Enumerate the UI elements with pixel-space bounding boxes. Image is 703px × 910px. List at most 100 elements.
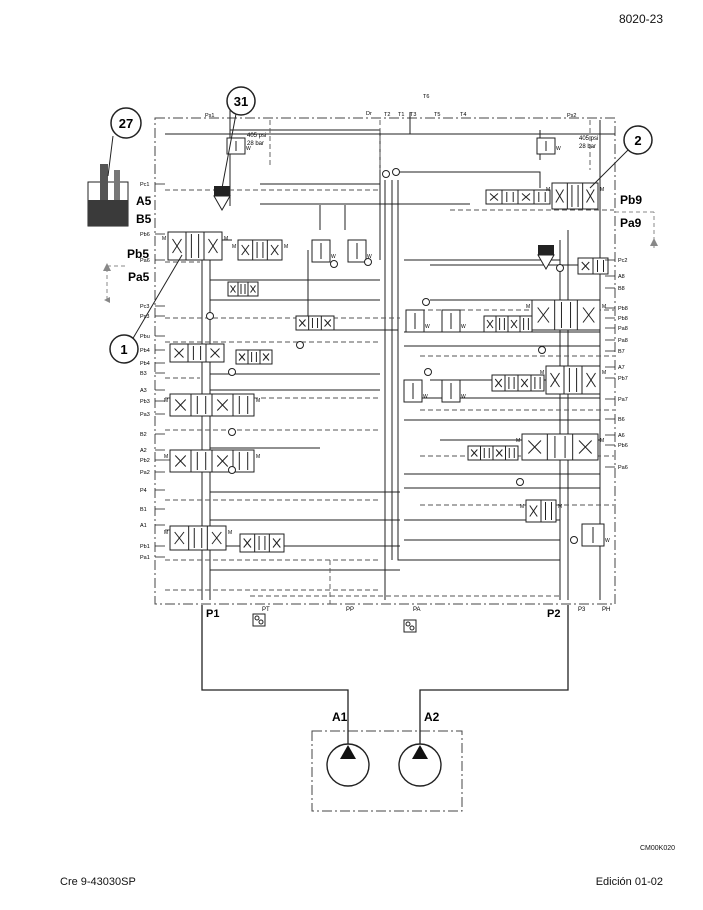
port-b5: B5 — [136, 212, 152, 226]
relief-valve: W — [347, 239, 372, 263]
port-label-left: Pb1 — [140, 544, 150, 550]
flow-arrow — [216, 399, 229, 411]
flow-arrow — [324, 319, 332, 327]
port-label-right: B6 — [618, 417, 625, 423]
callout-31 — [226, 86, 256, 116]
relief-valve-1-pressure-psi: 405 psi — [247, 133, 266, 139]
flow-arrow — [578, 440, 593, 454]
spool-valve — [227, 281, 259, 297]
port-label-right: Pb8 — [618, 316, 628, 322]
relief-valve-1-pressure-bar: 28 bar — [247, 141, 264, 147]
port-label-left: P4 — [140, 488, 147, 494]
relief-valve: W — [311, 239, 336, 263]
filter-top — [538, 245, 554, 255]
port-label-top: T4 — [460, 112, 466, 118]
flow-arrow — [262, 353, 270, 361]
port-pb9: Pb9 — [620, 193, 642, 207]
check-valve — [422, 298, 430, 306]
spool-letter-m: M — [162, 236, 166, 242]
flow-arrow — [250, 285, 256, 293]
footer-edition: Edición 01-02 — [595, 876, 663, 888]
pilot-arrow-pa9 — [616, 211, 655, 248]
spool-valve — [295, 315, 335, 331]
check-valve — [228, 368, 236, 376]
check-valve — [392, 168, 400, 176]
port-label-left: Pa1 — [140, 555, 150, 561]
leader-2 — [589, 149, 629, 189]
port-label-left: Pc3 — [140, 304, 149, 310]
flow-arrow — [550, 372, 560, 388]
port-label-left: Pb3 — [140, 399, 150, 405]
spool-valve — [491, 374, 545, 392]
spool-letter-m: M — [164, 398, 168, 404]
pilot-arrow-pa9-head — [650, 238, 658, 246]
flow-arrow — [521, 193, 531, 201]
flow-arrow — [216, 455, 229, 467]
spool-valve: MM — [162, 231, 228, 261]
spool-letter-m: M — [164, 454, 168, 460]
check-valve — [206, 312, 214, 320]
check-valve — [228, 428, 236, 436]
spool-letter-m: M — [520, 504, 524, 510]
spool-letter-m: M — [540, 370, 544, 376]
spool-valve-body — [239, 533, 285, 553]
gauge-port-pt — [252, 613, 266, 627]
callout-1-label: 1 — [120, 342, 127, 357]
spool-valve-body — [521, 433, 599, 461]
flow-arrow — [272, 538, 281, 548]
gauge-port-pa — [403, 619, 417, 633]
spool-valve: MM — [540, 365, 606, 395]
spool-valve: MM — [520, 499, 562, 523]
port-ph: PH — [602, 607, 610, 613]
check-valve — [364, 258, 372, 266]
port-label-left: A3 — [140, 388, 147, 394]
pump-a2-label: A2 — [424, 710, 440, 724]
filter — [213, 186, 231, 212]
flow-arrow — [486, 319, 494, 329]
callout-27 — [110, 107, 142, 139]
port-label-top: T5 — [434, 112, 440, 118]
relief-valve-letter: W — [246, 146, 251, 152]
spool-letter-m: M — [516, 438, 520, 444]
flow-arrow — [489, 193, 499, 201]
relief-valve-letter: W — [461, 324, 466, 330]
spool-valve — [169, 343, 225, 363]
spool-valve: MM — [164, 525, 232, 551]
port-label-left: Pc1 — [140, 182, 149, 188]
leader-31 — [221, 113, 237, 189]
pump-a2-icon — [412, 745, 428, 759]
port-label-left: Pa6 — [140, 258, 150, 264]
relief-valve: W — [226, 137, 251, 155]
flow-arrow — [298, 319, 306, 327]
flow-arrow — [174, 455, 187, 467]
port-pa5: Pa5 — [128, 270, 150, 284]
hydraulic-line — [229, 129, 381, 260]
check-valve — [228, 466, 236, 474]
flow-arrow — [495, 449, 503, 457]
spool-letter-m: M — [600, 187, 604, 193]
flow-arrow — [582, 307, 595, 323]
port-label-left: Pbu — [140, 334, 150, 340]
flow-arrow — [527, 440, 542, 454]
spool-valve-body — [169, 525, 227, 551]
relief-valve: W — [441, 309, 466, 333]
port-label-left: Pa2 — [140, 470, 150, 476]
callout-31-label: 31 — [234, 94, 248, 109]
pilot-arrow-pa5-head — [103, 263, 111, 271]
flow-arrow — [230, 285, 236, 293]
relief-valve-letter: W — [556, 146, 561, 152]
flow-arrow — [470, 449, 478, 457]
relief-valve-2-pressure-psi: 405 psi — [579, 136, 598, 142]
spool-letter-m: M — [232, 244, 236, 250]
flow-arrow — [174, 531, 185, 545]
check-valve — [330, 260, 338, 268]
port-pt: PT — [262, 607, 270, 613]
relief-valve: W — [581, 523, 610, 547]
leader-27 — [107, 135, 114, 177]
relief-valve-letter: W — [461, 394, 466, 400]
drawing-code: CM00K020 — [640, 845, 676, 852]
hydraulic-line — [397, 180, 560, 561]
footer-document-code: Cre 9-43030SP — [60, 876, 136, 888]
port-label-left: B1 — [140, 507, 147, 513]
